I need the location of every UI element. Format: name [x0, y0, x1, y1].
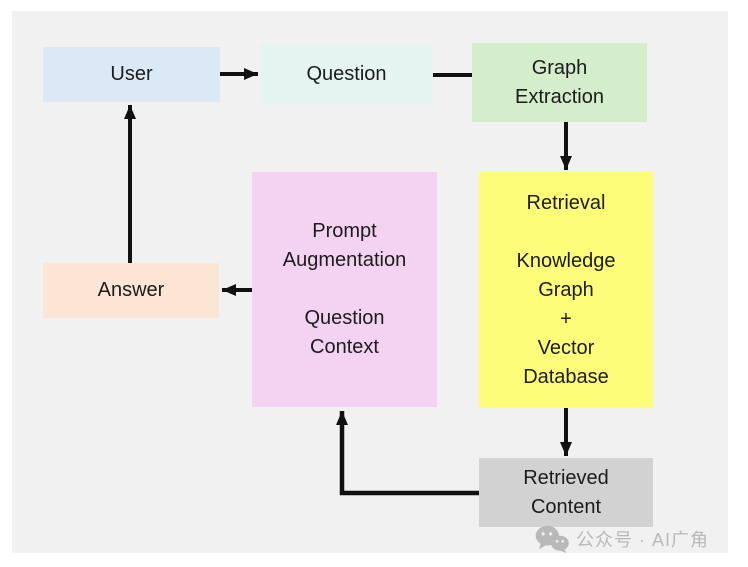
node-label-line: Graph — [538, 278, 594, 301]
node-label-line: Prompt — [312, 220, 377, 242]
node-user-label: User — [110, 63, 153, 85]
wechat-icon — [535, 525, 569, 553]
node-label-line: Retrieved — [523, 466, 609, 489]
node-label-line: Vector — [537, 336, 595, 359]
node-retrieved-content: Retrieved Content — [479, 458, 653, 527]
node-prompt-augmentation: Prompt Augmentation Question Context — [252, 172, 437, 407]
node-retrieval: Retrieval Knowledge Graph + Vector Datab… — [479, 172, 653, 408]
node-label-line: Database — [523, 365, 609, 388]
diagram-canvas: User Question Graph Extraction Retrieval… — [12, 11, 728, 553]
node-label-line: Question — [304, 307, 385, 329]
edge-retrieved-content-prompt-augmentation — [336, 411, 479, 496]
node-label-line: Content — [530, 495, 602, 518]
node-graph-extraction: Graph Extraction — [472, 43, 647, 122]
watermark: 公众号 · AI广角 — [535, 525, 709, 553]
node-label-line: Knowledge — [516, 249, 616, 272]
node-user: User — [43, 47, 220, 102]
node-question-label: Question — [306, 62, 387, 85]
node-label-line: Context — [310, 336, 379, 358]
watermark-text: 公众号 · AI广角 — [576, 530, 710, 550]
node-answer-label: Answer — [97, 279, 165, 301]
node-answer: Answer — [43, 263, 219, 318]
node-label-line: Retrieval — [526, 191, 606, 214]
node-label-line: Augmentation — [282, 249, 407, 271]
node-question: Question — [260, 44, 433, 104]
node-label-line: Extraction — [515, 85, 604, 108]
node-label-line: Graph — [531, 56, 588, 79]
node-label-line: + — [560, 307, 572, 330]
